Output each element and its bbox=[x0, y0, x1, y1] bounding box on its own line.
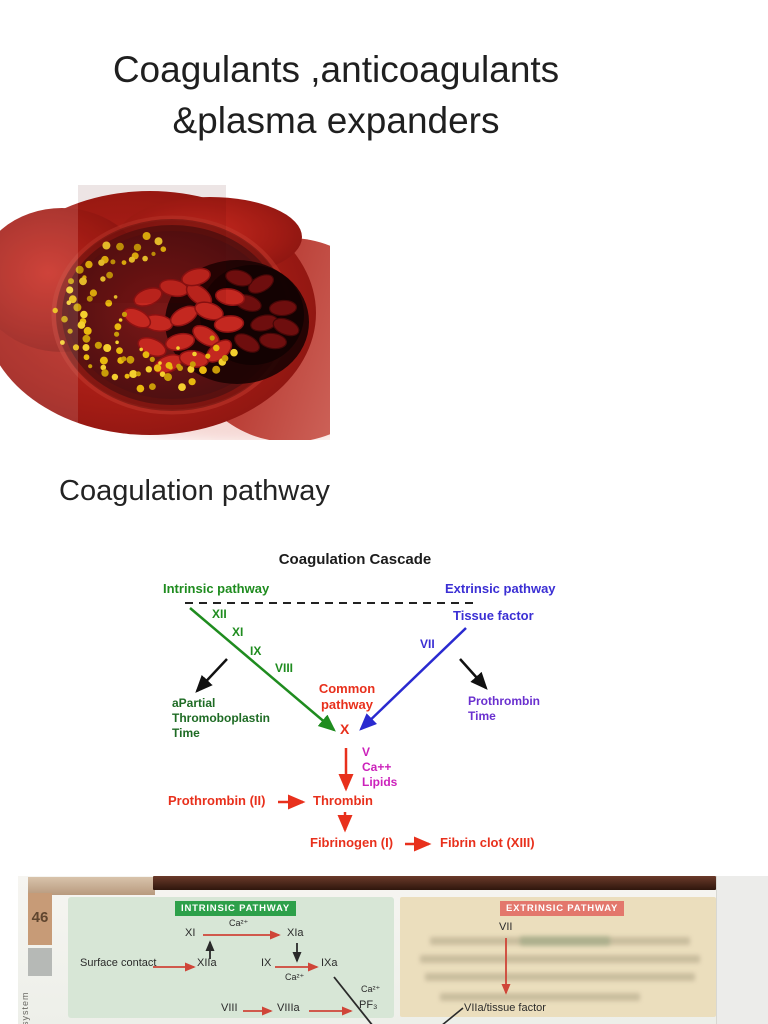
ixa-diagonal-line bbox=[333, 976, 373, 1024]
tissue-factor-label: Tissue factor bbox=[453, 608, 534, 623]
scan-viia-tissue-factor: VIIa/tissue factor bbox=[464, 1002, 546, 1014]
scan-factor-ix: IX bbox=[261, 957, 272, 969]
platelet-dots bbox=[52, 232, 238, 393]
ghost-text-line bbox=[425, 973, 695, 981]
cascade-title: Coagulation Cascade bbox=[278, 551, 432, 568]
factor-xii-label: XII bbox=[212, 607, 227, 621]
scan-arrows bbox=[153, 930, 511, 1024]
factor-vii-label: VII bbox=[420, 637, 435, 651]
factor-xi-label: XI bbox=[232, 625, 244, 639]
extrinsic-header-badge: EXTRINSIC PATHWAY bbox=[500, 901, 625, 916]
factor-viii-label: VIII bbox=[275, 661, 294, 675]
aptt-line2: Thromoboplastin bbox=[172, 711, 270, 725]
margin-gray-block bbox=[28, 948, 52, 976]
photo-seam-light bbox=[0, 185, 78, 440]
ghost-text-line bbox=[430, 937, 690, 945]
scan-factor-vii: VII bbox=[499, 921, 513, 933]
scan-factor-xiia: XIIa bbox=[197, 957, 217, 969]
blood-clot-image bbox=[0, 185, 330, 440]
scan-factor-ixa: IXa bbox=[321, 957, 338, 969]
factor-ix-label: IX bbox=[250, 644, 262, 658]
common-pathway-line1: Common bbox=[318, 681, 376, 696]
pt-arrow bbox=[459, 658, 488, 690]
textbook-scan-image: 46 system bbox=[18, 876, 768, 1024]
scan-ca-label-1: Ca²⁺ bbox=[229, 918, 249, 928]
fibrinogen-label: Fibrinogen (I) bbox=[310, 835, 394, 850]
scan-surface-contact: Surface contact bbox=[80, 957, 157, 969]
scan-factor-xi: XI bbox=[185, 927, 196, 939]
extrinsic-pathway-panel bbox=[400, 897, 716, 1017]
slide-title-line2: &plasma expanders bbox=[172, 100, 500, 141]
intrinsic-pathway-panel bbox=[68, 897, 394, 1018]
aptt-line3: Time bbox=[172, 726, 200, 740]
pt-line1: Prothrombin bbox=[468, 694, 540, 708]
thrombin-label: Thrombin bbox=[313, 793, 373, 808]
photo-seam bbox=[78, 185, 226, 303]
scan-pf3: PF₃ bbox=[359, 999, 378, 1011]
book-edge-shadow bbox=[153, 876, 716, 890]
scan-factor-viii: VIII bbox=[221, 1002, 238, 1014]
ghost-text-line bbox=[420, 955, 700, 963]
pt-line2: Time bbox=[468, 709, 496, 723]
factor-x-label: X bbox=[340, 721, 350, 737]
scan-factor-viiia: VIIIa bbox=[277, 1002, 300, 1014]
prothrombin-label: Prothrombin (II) bbox=[168, 793, 266, 808]
common-pathway-line2: pathway bbox=[320, 697, 374, 712]
extrinsic-arrow bbox=[359, 627, 467, 731]
cofactor-lipids-label: Lipids bbox=[362, 775, 398, 789]
page-edge bbox=[716, 876, 768, 1024]
scan-ca-label-2: Ca²⁺ bbox=[285, 972, 305, 982]
ghost-highlight bbox=[520, 936, 610, 946]
intrinsic-pathway-label: Intrinsic pathway bbox=[163, 581, 270, 596]
ghost-text-line bbox=[440, 993, 640, 1001]
scan-ca-label-3: Ca²⁺ bbox=[361, 984, 381, 994]
coagulation-pathway-heading: Coagulation pathway bbox=[59, 475, 330, 507]
page-number: 46 bbox=[31, 909, 49, 926]
fibrin-clot-label: Fibrin clot (XIII) bbox=[440, 835, 535, 850]
book-edge-tan bbox=[28, 877, 155, 895]
aptt-arrow bbox=[195, 658, 228, 693]
scan-factor-xia: XIa bbox=[287, 927, 304, 939]
aptt-line1: aPartial bbox=[172, 696, 216, 710]
intrinsic-header-badge: INTRINSIC PATHWAY bbox=[175, 901, 296, 916]
cofactor-ca-label: Ca++ bbox=[362, 760, 392, 774]
viia-diagonal-line bbox=[442, 1007, 464, 1024]
page-number-block: 46 bbox=[28, 893, 52, 945]
slide-title-line1: Coagulants ,anticoagulants bbox=[112, 49, 560, 90]
cofactor-v-label: V bbox=[362, 745, 371, 759]
intrinsic-arrow bbox=[189, 607, 336, 732]
extrinsic-pathway-label: Extrinsic pathway bbox=[445, 581, 556, 596]
cascade-diagram-arrows bbox=[185, 602, 488, 852]
slide-title: Coagulants ,anticoagulants &plasma expan… bbox=[0, 44, 672, 146]
